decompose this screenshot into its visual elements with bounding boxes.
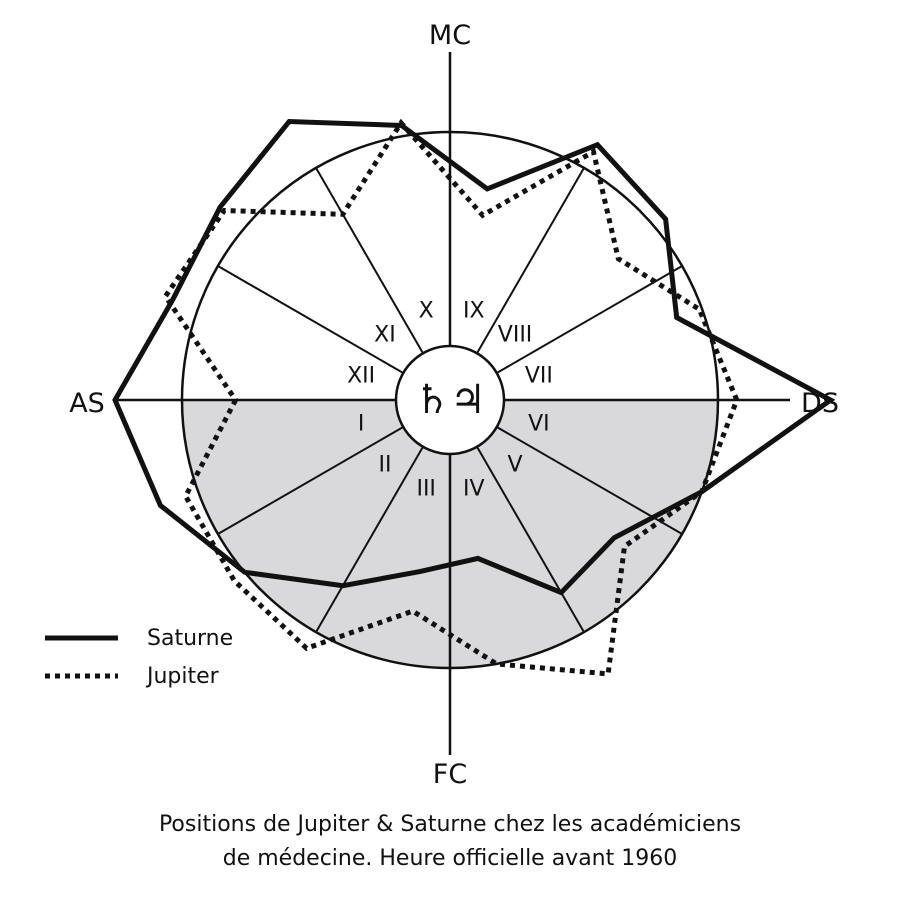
caption-line-2: de médecine. Heure officielle avant 1960 (222, 846, 678, 871)
house-label-viii: VIII (498, 322, 533, 347)
house-divider-line (496, 265, 683, 374)
house-divider-line (476, 446, 585, 633)
house-divider-line (315, 446, 424, 633)
caption-line-1: Positions de Jupiter & Saturne chez les … (158, 812, 742, 837)
house-divider-line (217, 265, 404, 374)
series-jupiter-line (162, 118, 740, 677)
house-divider-line (217, 426, 404, 535)
series-lines (112, 118, 836, 677)
house-divider-line (315, 167, 424, 354)
axis-label-ds: DS (801, 388, 839, 419)
house-label-x: X (419, 299, 434, 324)
house-label-xi: XI (374, 322, 396, 347)
legend: Saturne Jupiter (45, 626, 233, 689)
legend-label-saturne: Saturne (147, 626, 233, 651)
house-divider-line (476, 167, 585, 354)
house-label-ix: IX (463, 299, 485, 324)
figure-caption: Positions de Jupiter & Saturne chez les … (0, 808, 900, 876)
axis-label-mc: MC (429, 20, 471, 51)
center-circle (394, 344, 506, 456)
axis-label-fc: FC (433, 759, 467, 790)
house-label-xii: XII (347, 364, 375, 389)
series-saturne-line (112, 118, 836, 596)
axis-label-as: AS (69, 388, 105, 419)
saturn-jupiter-glyph: ♄♃ (414, 377, 486, 423)
house-label-i: I (358, 411, 365, 436)
legend-label-jupiter: Jupiter (145, 664, 220, 689)
house-label-vii: VII (525, 364, 553, 389)
house-label-iv: IV (463, 476, 485, 501)
house-label-ii: II (378, 453, 391, 478)
house-label-vi: VI (528, 411, 550, 436)
house-label-iii: III (416, 476, 435, 501)
house-label-v: V (508, 453, 523, 478)
